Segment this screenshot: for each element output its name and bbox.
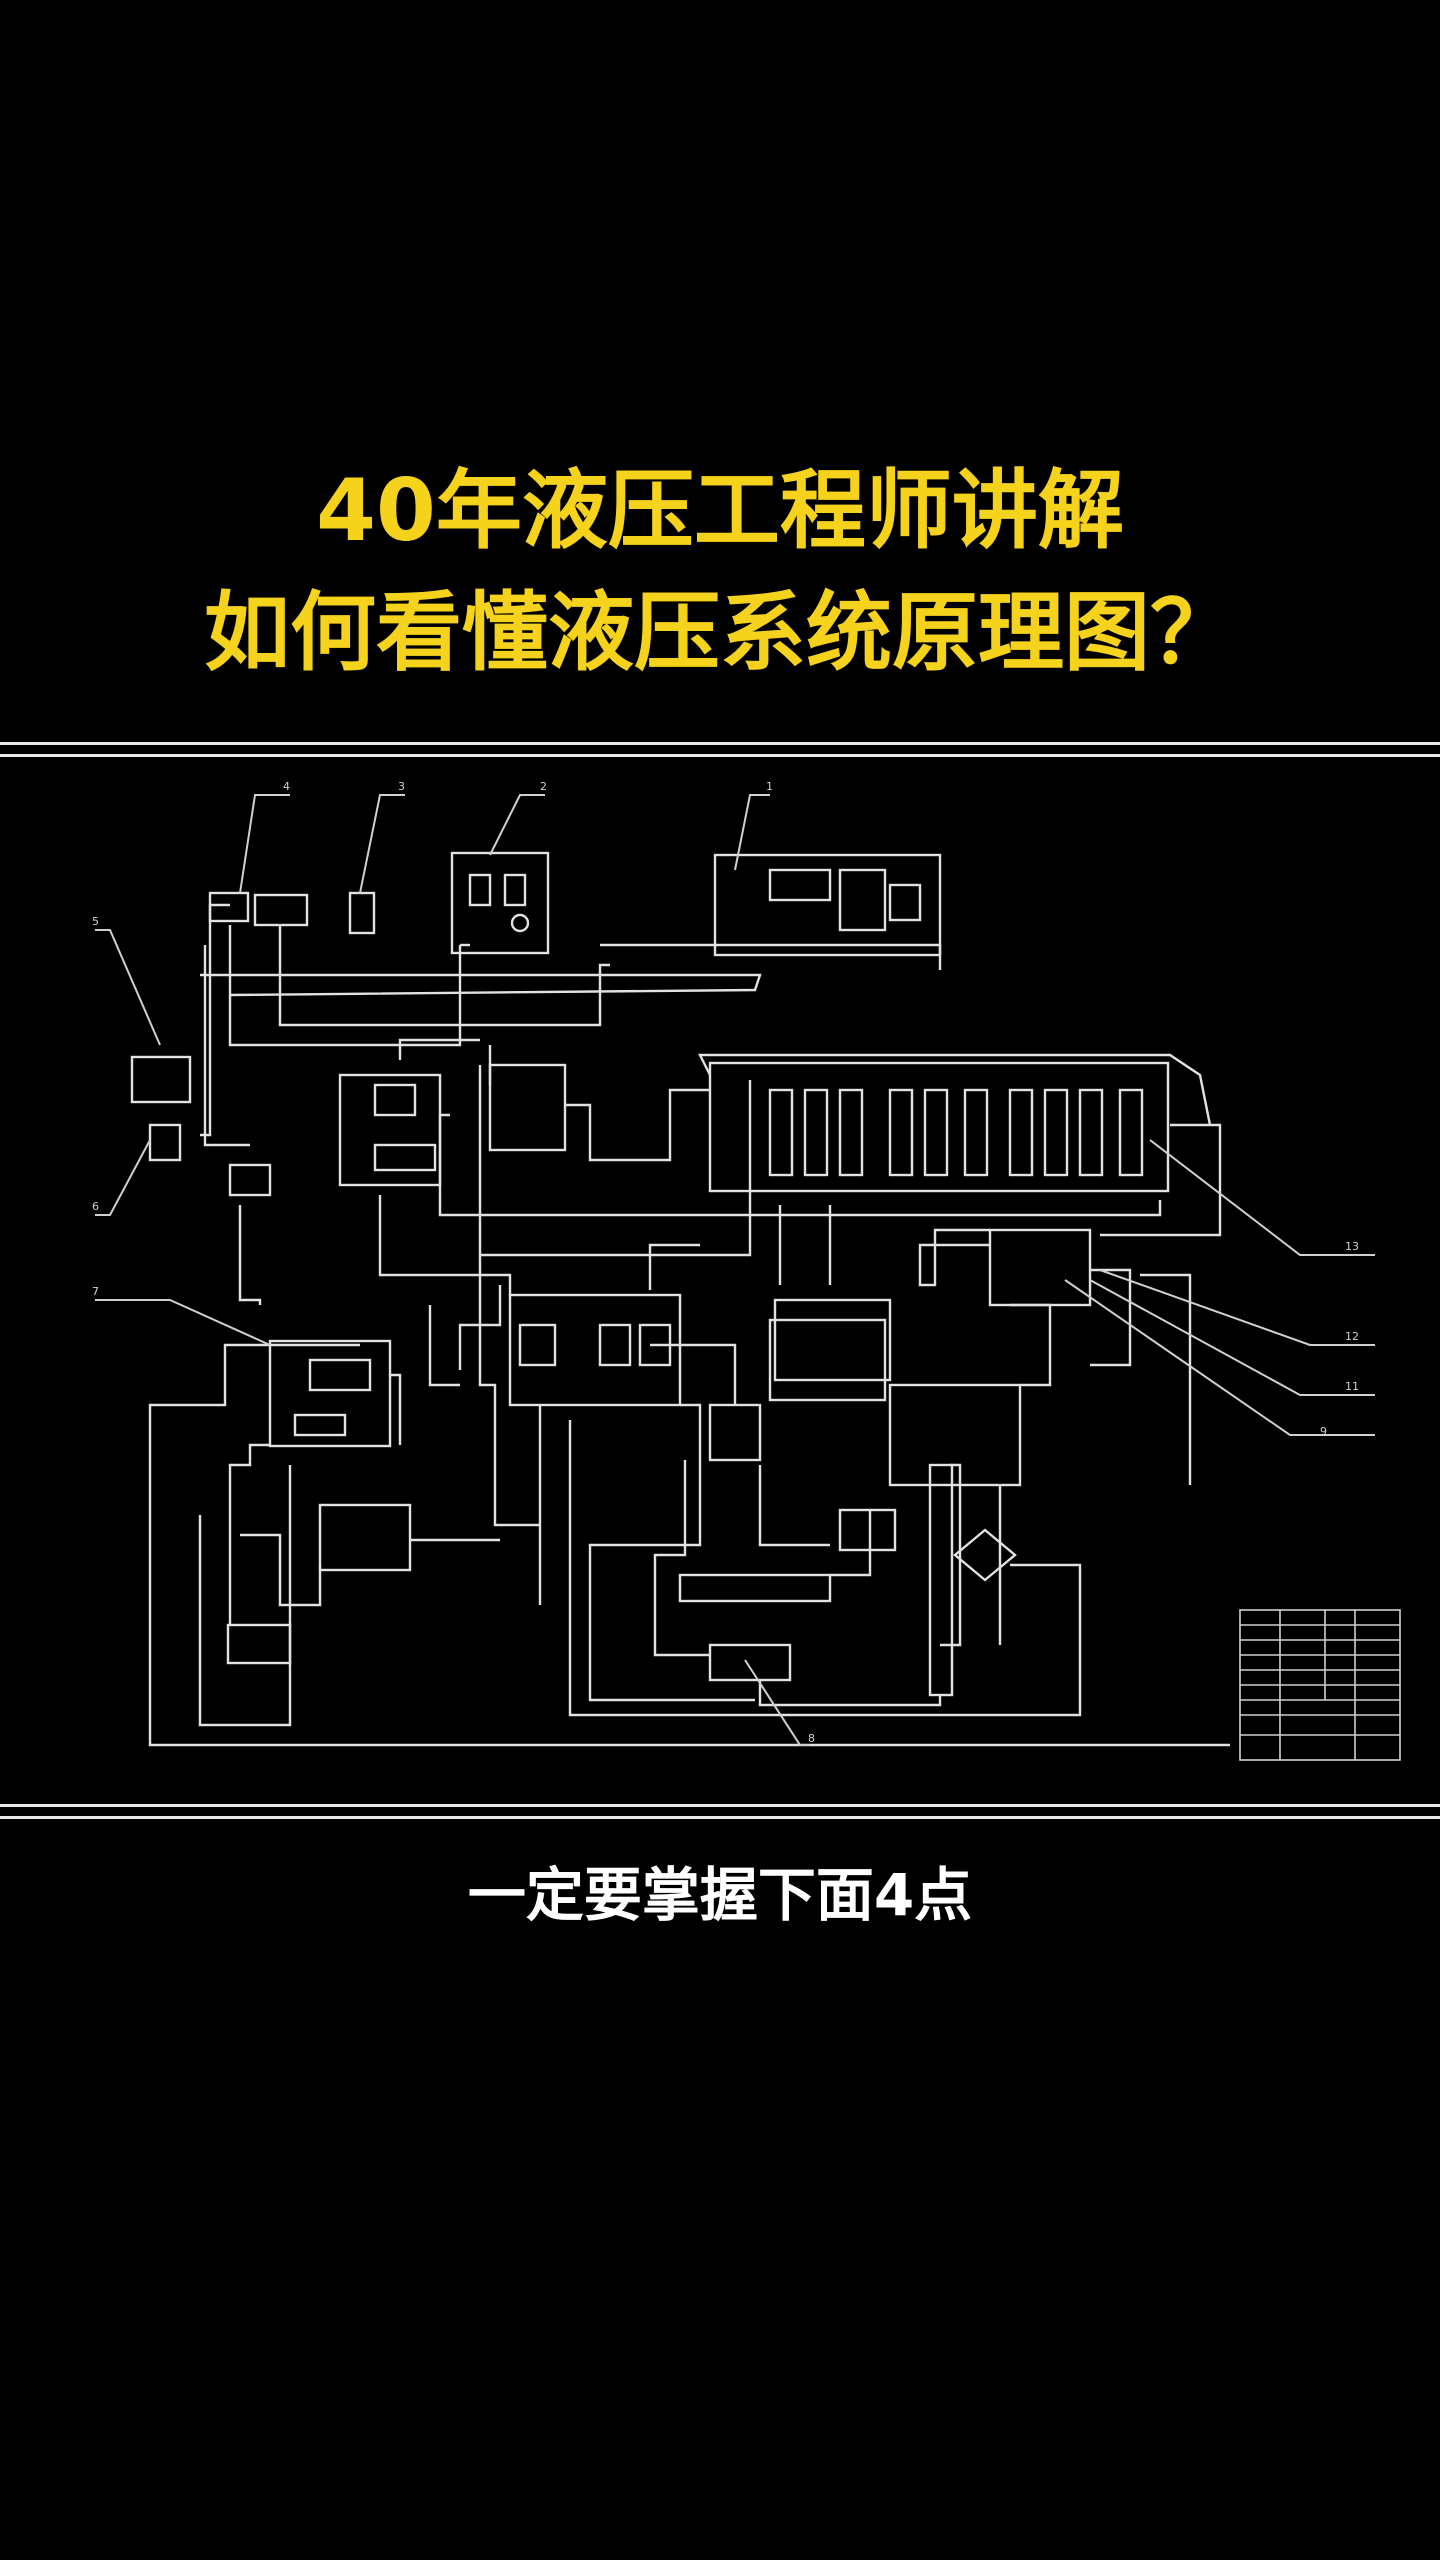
filter-symbol bbox=[953, 1528, 1017, 1582]
component-5 bbox=[130, 1055, 192, 1104]
callout-12: 12 bbox=[1345, 1330, 1359, 1343]
valve-block-middle bbox=[508, 1293, 682, 1407]
callout-6: 6 bbox=[92, 1200, 99, 1213]
callout-2: 2 bbox=[540, 780, 547, 793]
pump-block bbox=[708, 1403, 762, 1462]
callout-8: 8 bbox=[808, 1732, 815, 1745]
callout-9: 9 bbox=[1320, 1425, 1327, 1438]
video-subtitle: 一定要掌握下面4点 bbox=[467, 1861, 973, 1929]
frame-bottom-rule-inner bbox=[0, 1816, 1440, 1819]
callout-13: 13 bbox=[1345, 1240, 1359, 1253]
valve-block-10 bbox=[888, 1383, 1022, 1487]
video-title-line-2: 如何看懂液压系统原理图？ bbox=[204, 583, 1236, 683]
component-8 bbox=[708, 1643, 792, 1682]
valve-group-2 bbox=[450, 851, 550, 955]
relief-valve-block bbox=[318, 1503, 412, 1572]
callout-11: 11 bbox=[1345, 1380, 1359, 1393]
filter-block-11 bbox=[988, 1228, 1092, 1307]
check-valve-block bbox=[226, 1623, 292, 1665]
frame-top-rule-inner bbox=[0, 754, 1440, 757]
directional-valve bbox=[678, 1573, 832, 1603]
valve-block-4b bbox=[253, 893, 309, 927]
callout-4: 4 bbox=[283, 780, 290, 793]
accumulator bbox=[838, 1508, 897, 1552]
frame-bottom-rule-outer bbox=[0, 1804, 1440, 1807]
component-6 bbox=[148, 1123, 182, 1162]
valve-block-4 bbox=[208, 891, 250, 923]
callout-5: 5 bbox=[92, 915, 99, 928]
valve-bank bbox=[708, 1061, 1170, 1193]
valve-block-center-left bbox=[338, 1073, 442, 1187]
valve-group-1 bbox=[713, 853, 942, 957]
valve-block-center bbox=[488, 1063, 567, 1152]
cylinder bbox=[928, 1463, 954, 1697]
valve-block-7 bbox=[268, 1339, 392, 1448]
callout-7: 7 bbox=[92, 1285, 99, 1298]
callout-3: 3 bbox=[398, 780, 405, 793]
drawing-title-block bbox=[1239, 1609, 1401, 1761]
component-3 bbox=[348, 891, 376, 935]
video-title-line-1: 40年液压工程师讲解 bbox=[316, 461, 1124, 561]
tank-block bbox=[773, 1298, 892, 1382]
valve-bank-sections bbox=[768, 1088, 1144, 1177]
callout-1: 1 bbox=[766, 780, 773, 793]
frame-top-rule-outer bbox=[0, 742, 1440, 745]
hydraulic-schematic: 4 3 2 1 5 6 7 8 9 11 12 13 bbox=[92, 780, 1401, 1761]
